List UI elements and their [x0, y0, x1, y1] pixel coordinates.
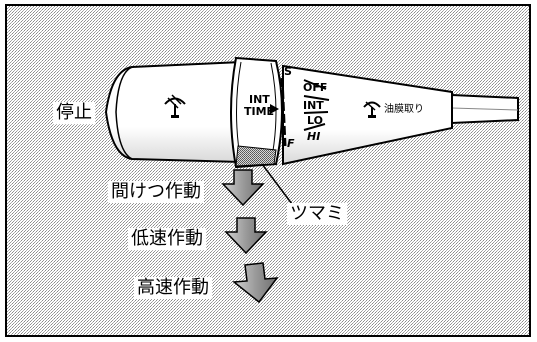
label-high-speed: 高速作動	[134, 277, 212, 299]
ring-mark-s: S	[284, 65, 292, 78]
label-low-speed: 低速作動	[128, 228, 206, 250]
int-time-line1: INT	[249, 93, 270, 106]
tick-lo	[303, 111, 329, 114]
ring-knurl	[235, 145, 277, 167]
tick-int	[303, 95, 330, 101]
washer-label: 油膜取り	[384, 104, 424, 115]
arrow-high-speed	[232, 262, 279, 304]
label-intermittent: 間けつ作動	[108, 181, 204, 203]
windshield-wiper-icon	[363, 101, 381, 118]
position-int: INT	[303, 99, 324, 112]
lever-shaft-highlight	[451, 107, 519, 111]
lever-tip-edge	[115, 66, 133, 160]
label-knob: ツマミ	[287, 203, 347, 225]
tick-off	[303, 79, 327, 90]
knob-leader-line	[261, 163, 296, 209]
position-lo: LO	[307, 114, 323, 127]
position-off: OFF	[303, 81, 328, 94]
arrow-low-speed	[224, 217, 268, 255]
tick-hi	[303, 123, 326, 131]
arrow-intermittent	[221, 169, 265, 207]
position-hi: HI	[307, 130, 321, 143]
int-time-line2: TIME	[244, 105, 275, 118]
int-time-pointer	[270, 104, 279, 114]
windshield-wiper-icon	[164, 94, 186, 118]
ring-mark-f: F	[287, 137, 295, 150]
rotating-ring	[230, 56, 283, 169]
int-time-scale	[280, 77, 287, 147]
label-stop: 停止	[53, 102, 95, 124]
